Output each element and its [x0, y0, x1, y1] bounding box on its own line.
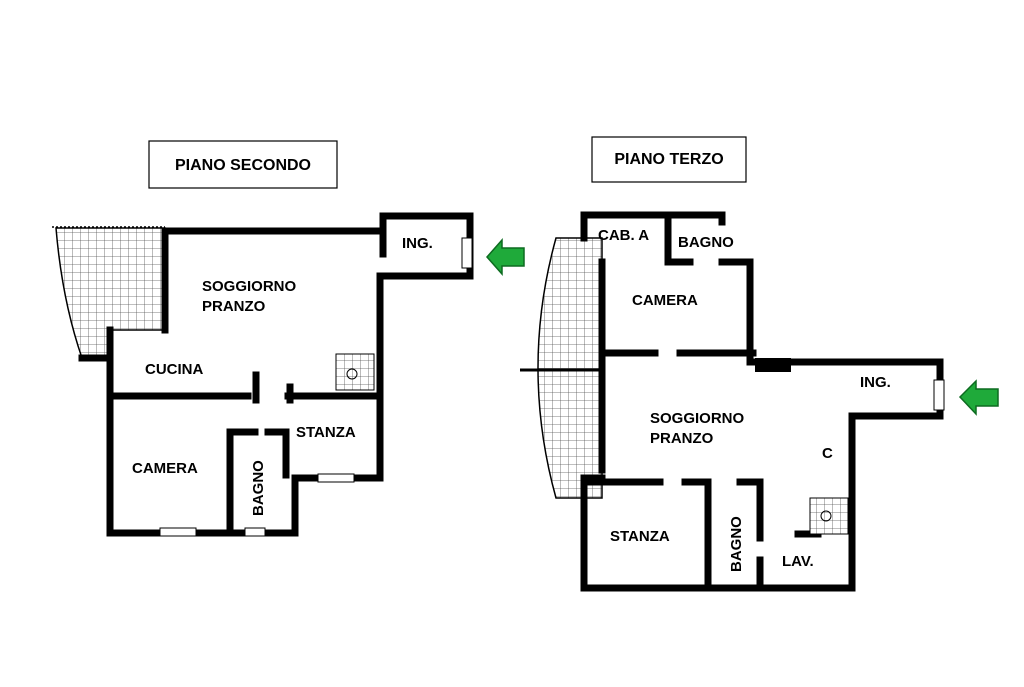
floor-three-entrance-arrow-icon	[958, 379, 999, 416]
bedroom-window	[159, 527, 197, 537]
bath-right-wall	[736, 478, 764, 542]
closet-bath-wall	[664, 211, 694, 266]
floor-two-room-label: STANZA	[296, 424, 356, 441]
chimney-block	[755, 358, 791, 372]
floor-three-bedroom-label: CAMERA	[632, 292, 698, 309]
entrance-door	[461, 237, 473, 269]
bath-window	[244, 527, 266, 537]
floor-three-c-label: C	[822, 445, 833, 462]
floor-two-bedroom-label: CAMERA	[132, 460, 198, 477]
floor-three-living-label-1: SOGGIORNO	[650, 410, 745, 427]
floor-three-plan: PIANO TERZO CAB. A BAGNO CAMERA ING. SO	[520, 136, 999, 592]
floor-three-room-label: STANZA	[610, 528, 670, 545]
floor-two-entrance-label: ING.	[402, 235, 433, 252]
floor-three-laundry-label: LAV.	[782, 553, 814, 570]
floor-three-closet-label: CAB. A	[598, 227, 649, 244]
floor-three-title-box	[591, 136, 747, 183]
floor-two-living-label-1: SOGGIORNO	[202, 278, 297, 295]
floor-three-balcony	[537, 237, 603, 499]
floor-three-title: PIANO TERZO	[614, 151, 723, 168]
floor-two-title-box	[148, 140, 338, 189]
floor-three-top-bath-label: BAGNO	[678, 234, 734, 251]
floor-two-living-label-2: PRANZO	[202, 298, 266, 315]
stair-newel	[346, 368, 358, 380]
room-window	[317, 473, 355, 483]
floor-two-plan: PIANO SECONDO ING. SOGGIORNO PRANZO CUCI…	[52, 140, 525, 537]
floor-two-title: PIANO SECONDO	[175, 157, 311, 174]
floor-three-entrance-door	[933, 379, 945, 411]
floor-three-staircase	[809, 497, 849, 535]
floor-three-entrance-label: ING.	[860, 374, 891, 391]
floor-two-entrance-arrow-icon	[485, 238, 525, 276]
floor-three-bottom-bath-label: BAGNO	[728, 516, 745, 572]
floor-three-top-wall	[580, 211, 726, 226]
floor-two-bath-label: BAGNO	[250, 460, 267, 516]
stair-newel-upper	[820, 510, 832, 522]
floor-three-living-label-2: PRANZO	[650, 430, 714, 447]
floor-two-staircase	[335, 353, 375, 391]
floor-two-kitchen-label: CUCINA	[145, 361, 203, 378]
